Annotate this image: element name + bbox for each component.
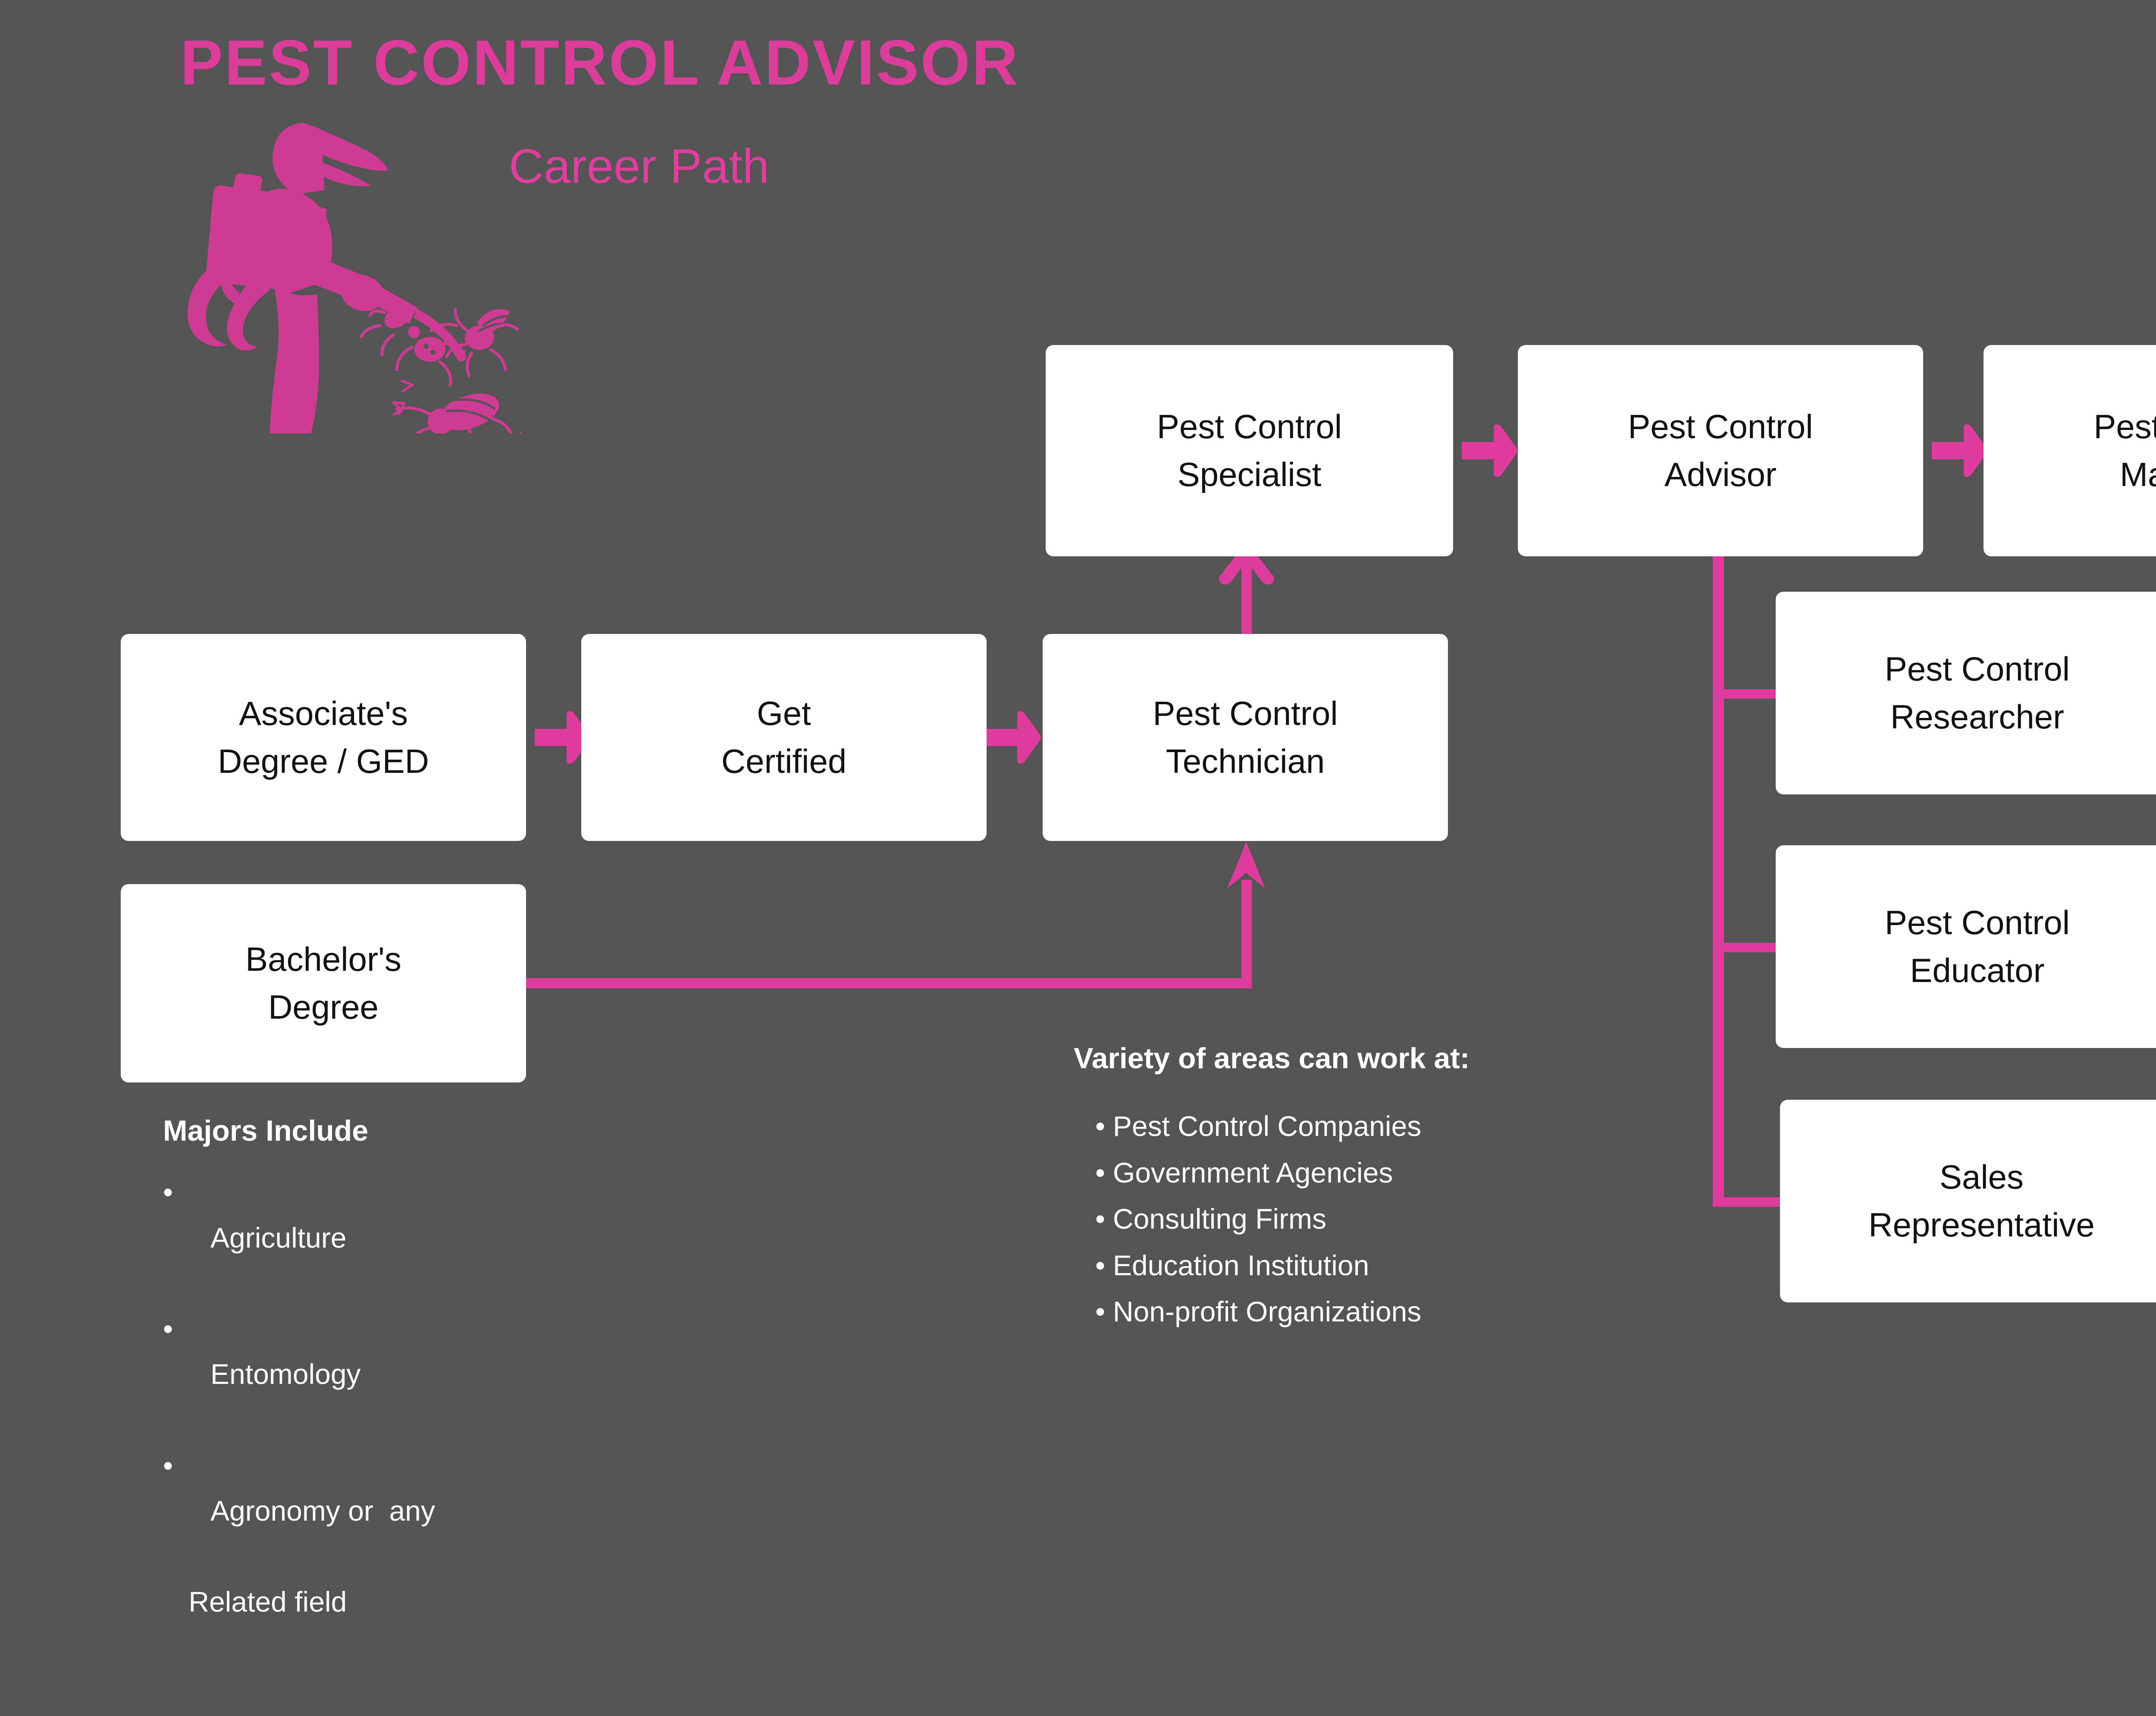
arrow-right-associates-to-certified-icon — [535, 711, 590, 764]
arrow-up-to-specialist-icon — [1219, 542, 1274, 585]
node-pest-control-educator[interactable]: Pest Control Educator — [1776, 845, 2156, 1048]
node-label-line: Pest Control — [1884, 903, 2070, 942]
list-item: Entomology — [163, 1306, 435, 1443]
page-title: PEST CONTROL ADVISOR — [180, 27, 1020, 98]
list-item: Pest Control Companies — [1095, 1103, 1421, 1150]
list-item: Agriculture — [163, 1170, 435, 1306]
arrow-right-certified-to-technician-icon — [985, 711, 1041, 764]
list-item: Consulting Firms — [1095, 1196, 1421, 1242]
node-bachelors-degree[interactable]: Bachelor's Degree — [121, 884, 526, 1082]
node-sales-representative[interactable]: Sales Representative — [1780, 1100, 2156, 1302]
page-subtitle: Career Path — [509, 139, 769, 193]
list-item: Government Agencies — [1095, 1150, 1421, 1196]
pest-control-worker-spraying-icon — [187, 123, 522, 433]
node-label-line: Pest Control — [1153, 694, 1338, 733]
node-label-line: Educator — [1910, 951, 2045, 989]
connector-bachelors-horizontal — [524, 978, 1252, 988]
node-label-line: Associate's — [238, 694, 408, 733]
node-label-line: Specialist — [1177, 455, 1322, 493]
node-label-line: Sales — [1939, 1158, 2024, 1196]
connector-branch-sales — [1723, 1197, 1792, 1207]
node-pest-control-manager[interactable]: Pest Control Manager — [1984, 345, 2156, 556]
arrow-up-to-technician-icon — [1227, 842, 1265, 888]
areas-heading: Variety of areas can work at: — [1074, 1042, 1470, 1075]
connector-branch-trunk — [1713, 543, 1724, 1207]
infographic-canvas: PEST CONTROL ADVISOR Career Path — [0, 0, 2156, 1490]
areas-list: Pest Control Companies Government Agenci… — [1095, 1103, 1421, 1335]
majors-heading: Majors Include — [163, 1114, 369, 1147]
node-associates-degree-ged[interactable]: Associate's Degree / GED — [121, 634, 526, 841]
connector-bachelors-vertical — [1241, 880, 1252, 983]
node-label-line: Degree / GED — [218, 742, 429, 780]
node-get-certified[interactable]: Get Certified — [581, 634, 987, 841]
list-item: Agronomy or any Related field — [163, 1443, 435, 1716]
node-label-line: Pest Control — [2093, 408, 2156, 446]
connector-branch-educator — [1723, 943, 1777, 952]
list-item: Education Institution — [1095, 1242, 1421, 1289]
connector-branch-researcher — [1723, 689, 1777, 699]
node-label-line: Researcher — [1890, 698, 2065, 736]
node-pest-control-technician[interactable]: Pest Control Technician — [1043, 634, 1448, 841]
node-label-line: Pest Control — [1156, 408, 1342, 446]
node-label-line: Technician — [1166, 742, 1325, 780]
majors-list: Agriculture Entomology Agronomy or any R… — [163, 1170, 435, 1716]
node-label-line: Pest Control — [1884, 650, 2070, 688]
node-label-line: Bachelor's — [245, 940, 401, 979]
node-pest-control-specialist[interactable]: Pest Control Specialist — [1046, 345, 1453, 556]
arrow-right-advisor-to-manager-icon — [1932, 424, 1987, 477]
arrow-right-specialist-to-advisor-icon — [1462, 424, 1517, 477]
node-label-line: Pest Control — [1628, 408, 1813, 446]
node-label-line: Degree — [268, 988, 379, 1026]
node-pest-control-advisor[interactable]: Pest Control Advisor — [1518, 345, 1923, 556]
node-pest-control-researcher[interactable]: Pest Control Researcher — [1776, 592, 2156, 794]
node-label-line: Certified — [721, 742, 847, 780]
node-label-line: Manager — [2120, 455, 2156, 493]
node-label-line: Advisor — [1664, 455, 1777, 493]
node-label-line: Representative — [1868, 1206, 2095, 1244]
list-item: Non-profit Organizations — [1095, 1289, 1421, 1335]
node-label-line: Get — [757, 694, 811, 733]
